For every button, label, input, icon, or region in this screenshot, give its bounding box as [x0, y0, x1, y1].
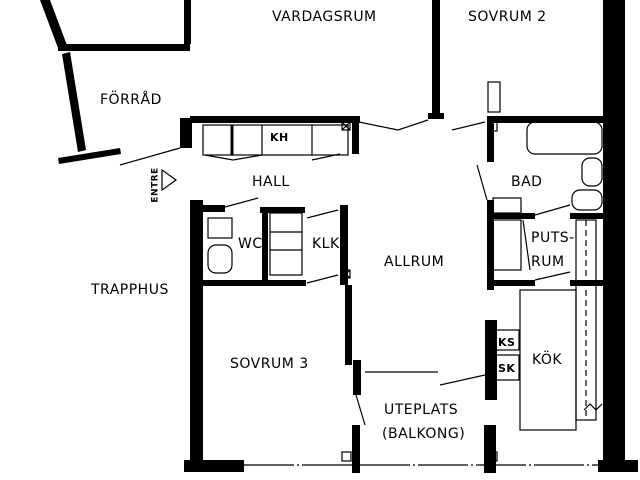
room-label-kh: KH	[270, 131, 289, 144]
room-label-kok: KÖK	[532, 352, 563, 368]
room-label-forrad: FÖRRÅD	[100, 92, 162, 108]
room-label-klk: KLK	[312, 236, 340, 252]
room-label-allrum: ALLRUM	[384, 254, 445, 270]
room-label-sovrum3: SOVRUM 3	[230, 356, 309, 372]
room-label-rum: RUM	[531, 254, 565, 270]
room-label-puts: PUTS-	[531, 230, 575, 246]
label-sk: SK	[498, 362, 516, 375]
entrance-label: ENTRE	[150, 167, 161, 203]
room-label-bad: BAD	[511, 174, 543, 190]
room-label-sovrum2: SOVRUM 2	[468, 9, 547, 25]
room-label-trapphus: TRAPPHUS	[91, 282, 169, 298]
room-label-vardagsrum: VARDAGSRUM	[272, 9, 377, 25]
room-label-balkong: (BALKONG)	[382, 426, 466, 442]
label-ks: KS	[498, 336, 516, 349]
room-label-hall: HALL	[252, 174, 290, 190]
room-label-wc: WC	[238, 236, 263, 252]
room-label-uteplats: UTEPLATS	[384, 402, 459, 418]
walls	[40, 0, 638, 473]
fixtures	[119, 81, 603, 466]
